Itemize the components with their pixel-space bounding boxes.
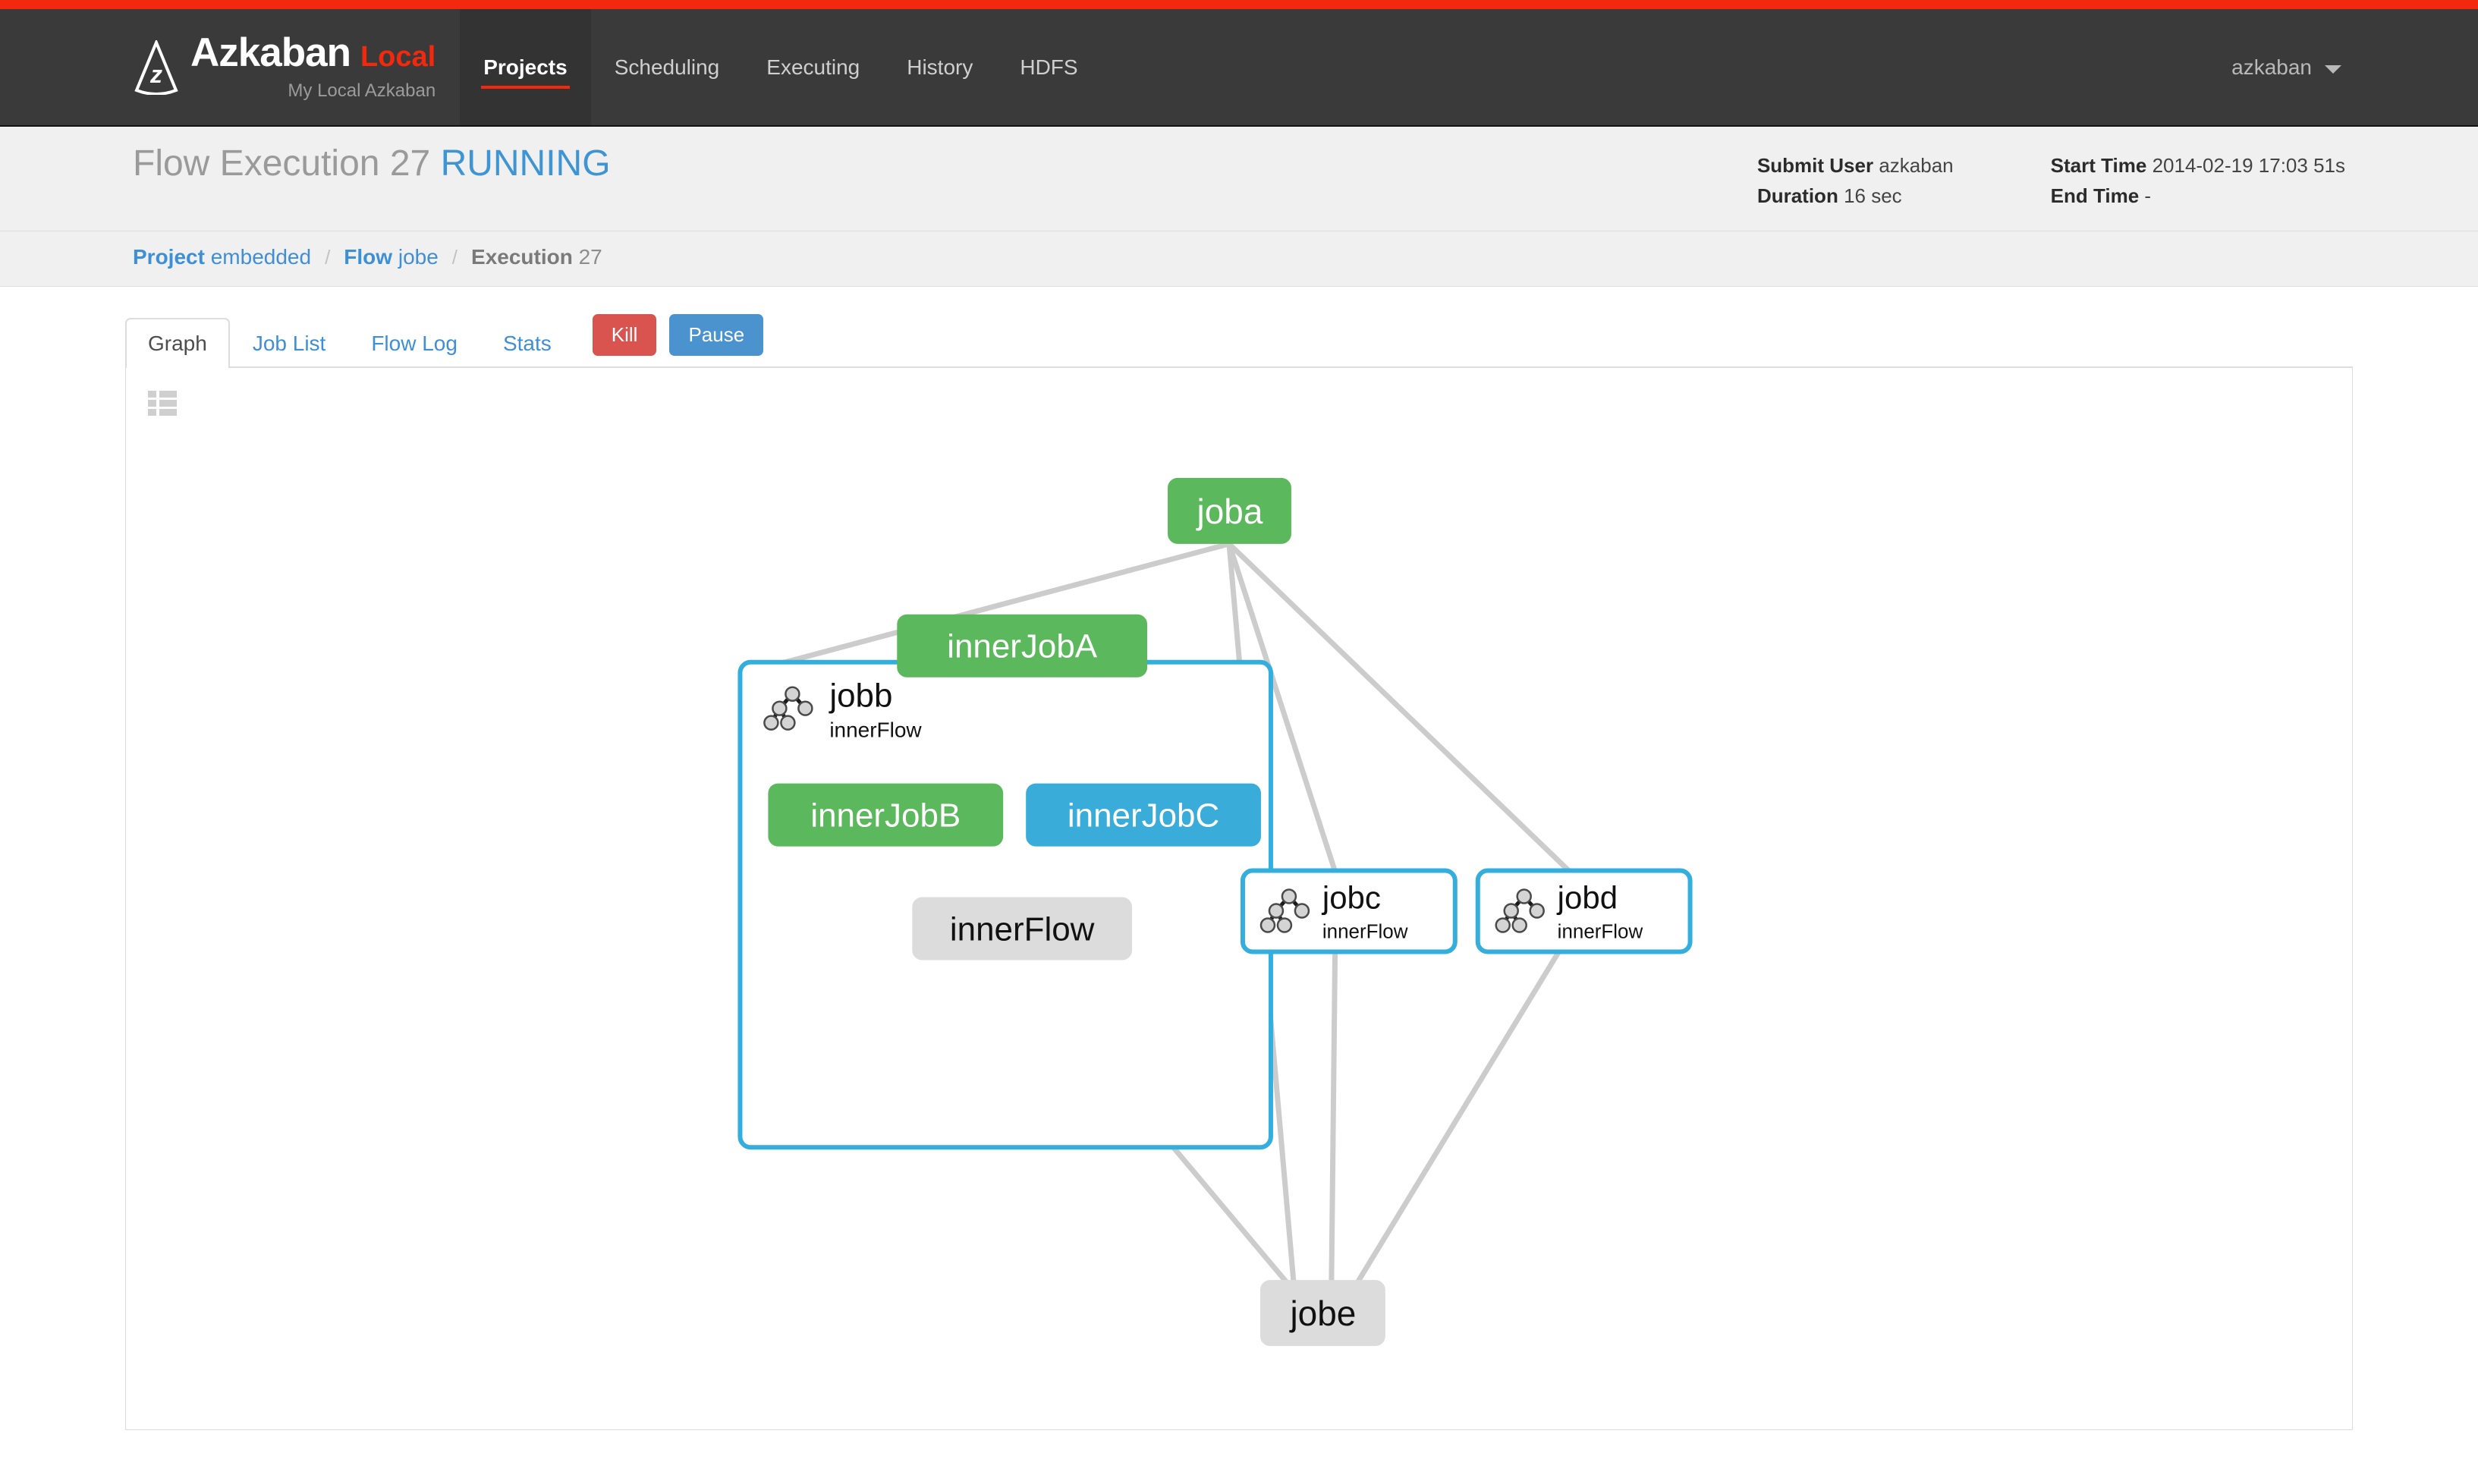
breadcrumb-item-execution: Execution 27 (471, 245, 602, 269)
flow-node-jobc-sublabel: innerFlow (1322, 920, 1408, 942)
nav-item-hdfs[interactable]: HDFS (1020, 55, 1078, 79)
graph-node-innerJobC-label: innerJobC (1068, 797, 1219, 834)
graph-node-innerJobA-box (897, 614, 1148, 678)
brand-name: Azkaban (190, 30, 351, 75)
brand-suffix: Local (360, 41, 436, 73)
tab-flow-log[interactable]: Flow Log (371, 331, 458, 355)
flow-node-jobc-label: jobc (1321, 879, 1381, 915)
chevron-down-icon (2325, 64, 2341, 74)
breadcrumb-separator-2: / (451, 245, 458, 269)
top-accent-bar (0, 0, 2478, 9)
edge-joba-jobb (748, 540, 1232, 674)
page-header: Flow Execution 27 RUNNING Submit User az… (0, 127, 2478, 232)
tab-area: Graph Job List Flow Log Stats Kill Pause (0, 287, 2478, 368)
flow-node-jobc-box (1240, 868, 1458, 954)
breadcrumb-item-project[interactable]: Project embedded (133, 245, 311, 269)
tab-stats[interactable]: Stats (502, 331, 552, 355)
flow-node-jobd-sublabel: innerFlow (1558, 920, 1643, 942)
edge-joba-jobd (1226, 540, 1574, 875)
flow-node-jobc[interactable]: jobc innerFlow (1240, 868, 1458, 954)
user-menu-button[interactable]: azkaban (2231, 55, 2341, 80)
kill-button[interactable]: Kill (592, 314, 657, 356)
breadcrumb-execution-label: Execution (471, 245, 573, 269)
graph-node-innerJobB-box (768, 783, 1004, 847)
graph-node-innerJobC-box (1026, 783, 1261, 847)
breadcrumb-flow-value: jobe (398, 245, 439, 269)
azkaban-logo-icon: z (134, 39, 178, 95)
graph-node-jobe[interactable]: jobe (1259, 1279, 1385, 1346)
breadcrumb-item-flow[interactable]: Flow jobe (344, 245, 438, 269)
breadcrumb: Project embedded / Flow jobe / Execution… (0, 231, 2478, 288)
graph-node-joba[interactable]: joba (1168, 477, 1291, 544)
pause-button[interactable]: Pause (669, 314, 764, 356)
graph-options-button[interactable] (145, 385, 180, 420)
nav-item-executing[interactable]: Executing (766, 55, 860, 79)
flow-node-jobd-box (1475, 868, 1693, 954)
page-title: Flow Execution 27 RUNNING (133, 143, 611, 184)
breadcrumb-separator-1: / (325, 245, 331, 269)
graph-node-joba-box (1168, 477, 1291, 544)
flow-node-jobb-sublabel: innerFlow (829, 718, 922, 741)
graph-node-innerFlow-label: innerFlow (950, 910, 1095, 948)
nav-item-projects[interactable]: Projects (460, 9, 591, 125)
list-menu-icon (148, 390, 177, 416)
meta-start-time: Start Time 2014-02-19 17:03 51s (2051, 151, 2345, 181)
execution-meta: Submit User azkaban Duration 16 sec Star… (1757, 145, 2345, 211)
breadcrumb-execution-value: 27 (578, 245, 602, 269)
meta-end-time-value: - (2144, 184, 2152, 207)
flow-graph-panel: jobb innerFlow innerJobA innerJobB inner… (125, 367, 2353, 1430)
edge-jobd-jobe (1355, 929, 1574, 1284)
graph-node-innerJobA-label: innerJobA (947, 627, 1098, 665)
meta-submit-user: Submit User azkaban (1757, 151, 1954, 181)
meta-col-left: Submit User azkaban Duration 16 sec (1757, 151, 1954, 211)
flow-node-jobd-label: jobd (1556, 879, 1618, 915)
meta-col-right: Start Time 2014-02-19 17:03 51s End Time… (2051, 151, 2345, 211)
tab-actions: Kill Pause (592, 314, 764, 366)
tab-graph[interactable]: Graph (125, 317, 230, 368)
meta-end-time-label: End Time (2050, 184, 2140, 207)
status-badge: RUNNING (440, 143, 611, 184)
graph-node-joba-label: joba (1196, 491, 1263, 530)
edge-joba-jobc (1226, 540, 1338, 875)
svg-text:z: z (149, 61, 162, 88)
meta-end-time: End Time - (2051, 181, 2345, 212)
meta-duration-value: 16 sec (1844, 184, 1902, 207)
meta-start-time-label: Start Time (2050, 154, 2147, 177)
graph-node-innerJobC[interactable]: innerJobC (1026, 783, 1261, 847)
nav-item-scheduling[interactable]: Scheduling (614, 55, 720, 79)
tab-job-list[interactable]: Job List (252, 331, 326, 355)
tab-list: Graph Job List Flow Log Stats Kill Pause (125, 314, 2353, 368)
breadcrumb-flow-label: Flow (344, 245, 393, 269)
nav-right: azkaban (2231, 9, 2478, 125)
graph-node-innerFlow[interactable]: innerFlow (912, 897, 1133, 961)
meta-duration: Duration 16 sec (1757, 181, 1954, 212)
flow-node-jobd[interactable]: jobd innerFlow (1475, 868, 1693, 954)
breadcrumb-project-label: Project (133, 245, 205, 269)
graph-node-innerFlow-box (912, 897, 1133, 961)
brand-home-link[interactable]: z Azkaban Local My Local Azkaban (0, 9, 451, 125)
breadcrumb-project-value: embedded (210, 245, 312, 269)
flow-graph-canvas[interactable]: jobb innerFlow innerJobA innerJobB inner… (126, 368, 2352, 1429)
meta-start-time-value: 2014-02-19 17:03 51s (2152, 154, 2345, 177)
nav-items: Projects Scheduling Executing History HD… (460, 9, 1101, 125)
graph-node-jobe-label: jobe (1288, 1294, 1356, 1333)
nav-item-history[interactable]: History (907, 55, 973, 79)
page-title-prefix: Flow Execution (133, 143, 380, 184)
flow-node-jobb-label: jobb (828, 677, 892, 714)
user-menu-label: azkaban (2231, 55, 2312, 79)
brand-tagline: My Local Azkaban (288, 80, 436, 101)
graph-node-innerJobB-label: innerJobB (810, 797, 961, 834)
edge-jobc-jobe (1329, 929, 1338, 1284)
graph-node-innerJobB[interactable]: innerJobB (768, 783, 1004, 847)
main-navbar: z Azkaban Local My Local Azkaban Project… (0, 9, 2478, 127)
meta-duration-label: Duration (1756, 184, 1838, 207)
graph-node-jobe-box (1259, 1279, 1385, 1346)
graph-node-innerJobA[interactable]: innerJobA (897, 614, 1148, 678)
meta-submit-user-label: Submit User (1756, 154, 1874, 177)
meta-submit-user-value: azkaban (1879, 154, 1954, 177)
page-title-execution-id: 27 (389, 143, 431, 184)
